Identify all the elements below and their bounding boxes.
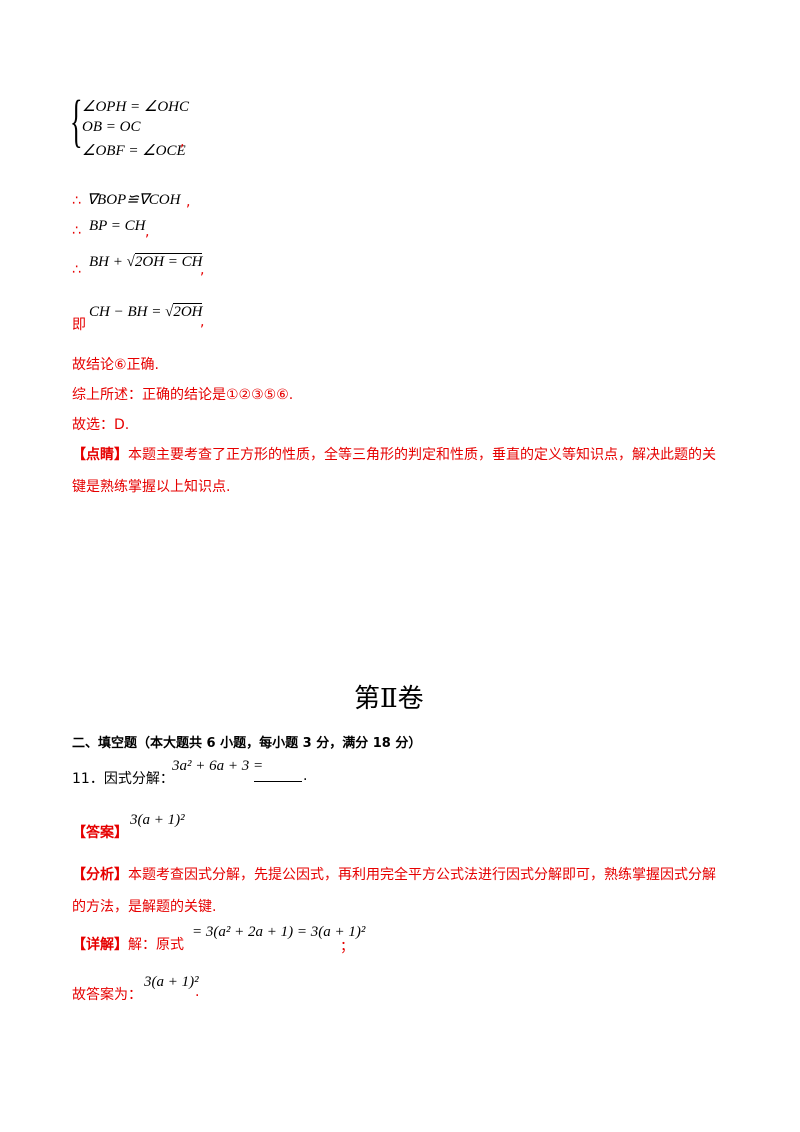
- comment-line-1: 【点睛】本题主要考查了正方形的性质，全等三角形的判定和性质，垂直的定义等知识点，…: [72, 444, 716, 464]
- final-answer-period: .: [195, 984, 200, 1000]
- sqrt-icon: √: [165, 304, 174, 320]
- sqrt-icon: √: [126, 254, 135, 270]
- analysis-text-1: 本题考查因式分解，先提公因式，再利用完全平方公式法进行因式分解即可，熟练掌握因式…: [128, 867, 716, 883]
- ie-label: 即: [72, 317, 86, 333]
- system-comma: ,: [180, 134, 185, 150]
- detail-text: 解：原式: [128, 937, 184, 953]
- question-11-expression: 3a² + 6a + 3 =: [172, 758, 264, 774]
- therefore-symbol-2: ∴: [72, 223, 81, 239]
- left-brace: {: [70, 88, 83, 153]
- detail-semicolon: ；: [340, 939, 354, 955]
- detail-line: 【详解】解：原式: [72, 934, 184, 954]
- final-answer-expression: 3(a + 1)²: [144, 974, 199, 990]
- question-11-number: 11．因式分解：: [72, 771, 174, 787]
- conclusion-6: 故结论⑥正确.: [72, 357, 160, 373]
- comment-text-1: 本题主要考查了正方形的性质，全等三角形的判定和性质，垂直的定义等知识点，解决此题…: [128, 447, 716, 463]
- equation-bp-ch: BP = CH: [89, 218, 146, 234]
- therefore-symbol-1: ∴: [72, 193, 81, 209]
- equation-bh-sqrt: BH + √2OH = CH: [89, 253, 203, 271]
- analysis-line-1: 【分析】本题考查因式分解，先提公因式，再利用完全平方公式法进行因式分解即可，熟练…: [72, 864, 716, 884]
- comma-3: ,: [200, 262, 205, 278]
- congruence-statement: ∇BOP≌∇COH: [87, 192, 181, 208]
- system-line-3: ∠OBF = ∠OCE: [82, 143, 186, 159]
- analysis-tag: 【分析】: [72, 867, 128, 883]
- conclusion-choice: 故选：D.: [72, 417, 130, 433]
- equation-ch-left: CH − BH =: [89, 304, 166, 320]
- answer-value: 3(a + 1)²: [130, 812, 185, 828]
- section-heading: 二、填空题（本大题共 6 小题，每小题 3 分，满分 18 分）: [72, 736, 422, 751]
- equation-ch-right: 2OH: [173, 303, 203, 320]
- comma-2: ,: [145, 224, 150, 240]
- section-title: 第Ⅱ卷: [354, 684, 424, 714]
- final-answer-label: 故答案为：: [72, 987, 142, 1003]
- system-line-2: OB = OC: [82, 119, 141, 135]
- equation-bh-right: 2OH = CH: [134, 253, 203, 270]
- detail-tag: 【详解】: [72, 937, 128, 953]
- equation-ch-bh: CH − BH = √2OH: [89, 303, 203, 321]
- conclusion-summary: 综上所述：正确的结论是①②③⑤⑥.: [72, 387, 294, 403]
- system-line-1: ∠OPH = ∠OHC: [82, 99, 190, 115]
- comment-tag: 【点睛】: [72, 447, 128, 463]
- detail-expression: = 3(a² + 2a + 1) = 3(a + 1)²: [192, 924, 366, 940]
- answer-tag: 【答案】: [72, 825, 128, 841]
- comma-4: ,: [200, 314, 205, 330]
- equation-bh-left: BH +: [89, 254, 127, 270]
- question-11-period: .: [303, 768, 308, 784]
- comment-line-2: 键是熟练掌握以上知识点.: [72, 479, 231, 495]
- question-11-blank: [254, 781, 302, 782]
- analysis-line-2: 的方法，是解题的关键.: [72, 899, 217, 915]
- comma-1: ,: [186, 194, 191, 210]
- therefore-symbol-3: ∴: [72, 262, 81, 278]
